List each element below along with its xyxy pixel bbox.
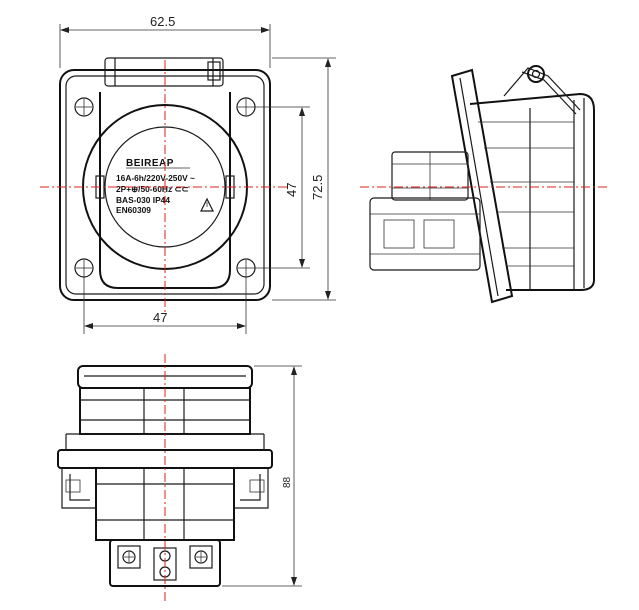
bottom-clip-left [61,468,97,509]
side-flange-plate [450,68,514,304]
label-line2: 2P+⊕/50-60Hz ⊂⊂ [116,184,189,194]
dimension-bottom-width: 47 [83,276,247,334]
bottom-view [57,354,273,604]
dimension-side-height-value: 88 [282,476,293,488]
side-lid-arm [503,67,581,111]
bottom-clip-right [233,468,269,509]
dimension-side-height: 88 [222,365,302,587]
warning-triangle-icon [200,197,214,212]
screw-hole-icon [236,97,256,117]
dimension-outer-height: 72.5 [272,57,336,301]
screw-hole-icon [236,258,256,278]
side-rear-block-lower [369,197,481,271]
dimension-inner-height: 47 [254,106,310,269]
label-line4: EN60309 [116,205,151,215]
dimension-bottom-width-value: 47 [153,310,167,325]
bottom-terminal-block [109,539,221,587]
dimension-top-width: 62.5 [59,14,271,68]
hinge-pivot-icon [527,65,545,83]
dimension-outer-height-value: 72.5 [310,175,325,200]
side-view [360,65,610,304]
label-line3: BAS-030 IP44 [116,195,170,205]
terminal-screw-icon [117,545,141,569]
front-view: BEIREAP 16A-6h/220V-250V ~ 2P+⊕/50-60Hz … [40,57,290,315]
dimension-inner-height-value: 47 [284,183,299,197]
screw-hole-icon [74,97,94,117]
screw-hole-icon [74,258,94,278]
side-housing-body [469,92,595,291]
label-line1: 16A-6h/220V-250V ~ [116,173,195,183]
dimension-top-width-value: 62.5 [150,14,175,29]
terminal-screw-icon [189,545,213,569]
label-brand: BEIREAP [126,158,174,169]
front-hinge-block [104,57,224,87]
